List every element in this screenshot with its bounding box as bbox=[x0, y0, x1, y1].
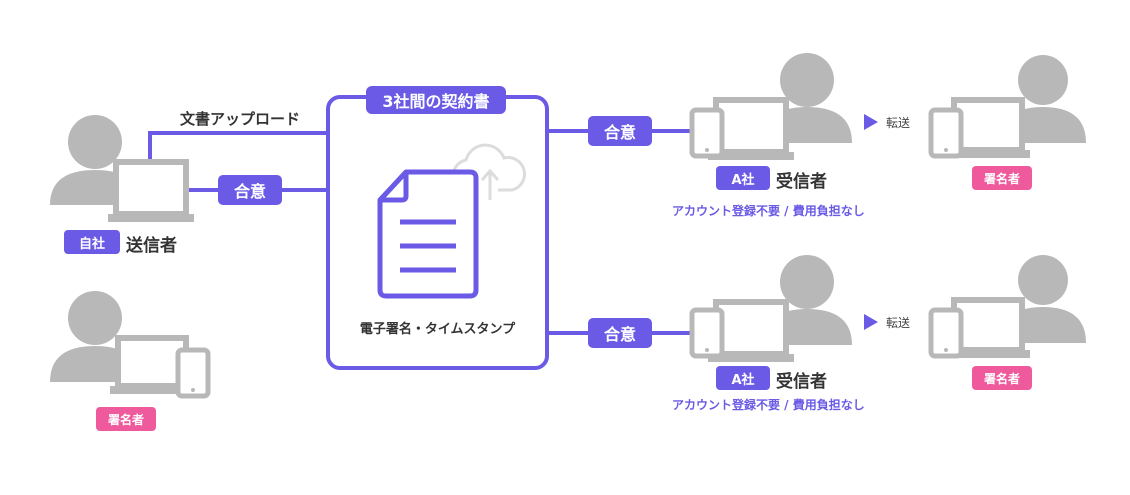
signer-laptop-icon bbox=[110, 335, 194, 394]
sender-agree-badge: 合意 bbox=[218, 175, 282, 205]
forward-top-arrow-icon bbox=[864, 114, 878, 130]
document-icon bbox=[377, 169, 479, 299]
own-company-tag: 自社 bbox=[64, 230, 120, 254]
service-label: 電子署名・タイムスタンプ bbox=[359, 322, 516, 337]
receiver-top-label: 受信者 bbox=[776, 172, 827, 192]
receiver-bottom-laptop-icon bbox=[708, 299, 794, 362]
signer-bottom-laptop-icon bbox=[946, 297, 1030, 358]
signer-left-tag: 署名者 bbox=[96, 407, 156, 431]
receiver-bottom-label: 受信者 bbox=[776, 372, 827, 392]
receiver-bottom-agree-badge: 合意 bbox=[588, 318, 652, 348]
receiver-bottom-note: アカウント登録不要 / 費用負担なし bbox=[672, 398, 865, 412]
signer-top-tablet-icon bbox=[928, 107, 964, 159]
contract-title-badge: 3社間の契約書 bbox=[366, 86, 506, 114]
forward-top-label: 転送 bbox=[886, 116, 911, 130]
receiver-top-agree-badge: 合意 bbox=[588, 116, 652, 146]
receiver-bottom-company-tag: A社 bbox=[716, 366, 770, 390]
sender-label: 送信者 bbox=[126, 236, 177, 256]
upload-label: 文書アップロード bbox=[180, 110, 301, 128]
signer-tablet-icon bbox=[175, 347, 211, 399]
signer-bottom-tablet-icon bbox=[928, 307, 964, 359]
receiver-top-tablet-icon bbox=[689, 107, 725, 159]
receiver-top-note: アカウント登録不要 / 費用負担なし bbox=[672, 204, 865, 218]
receiver-top-laptop-icon bbox=[708, 97, 794, 160]
forward-bottom-arrow-icon bbox=[864, 314, 878, 330]
sender-laptop-icon bbox=[108, 159, 194, 222]
signer-top-laptop-icon bbox=[946, 97, 1030, 158]
receiver-top-company-tag: A社 bbox=[716, 166, 770, 190]
signer-top-right-tag: 署名者 bbox=[972, 166, 1032, 190]
receiver-bottom-tablet-icon bbox=[689, 307, 725, 359]
signer-bottom-right-tag: 署名者 bbox=[972, 366, 1032, 390]
forward-bottom-label: 転送 bbox=[886, 316, 911, 330]
